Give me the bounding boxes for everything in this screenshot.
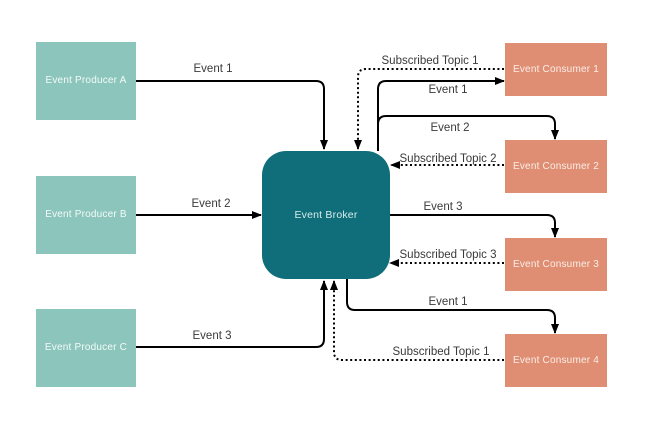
- edge-label-producer-b-event-2: Event 2: [191, 198, 231, 210]
- edge-label-consumer-3-event-3: Event 3: [423, 201, 463, 213]
- arrow-producer-c-to-broker: [136, 280, 328, 348]
- node-label: Event Producer C: [44, 342, 128, 353]
- arrow-consumer-4-subscription: [330, 280, 504, 361]
- arrow-consumer-1-subscription: [354, 68, 504, 150]
- edge-label-consumer-2-event-2: Event 2: [430, 122, 470, 134]
- node-label: Event Producer B: [45, 209, 127, 220]
- node-event-consumer-4: Event Consumer 4: [505, 334, 607, 387]
- node-event-producer-a: Event Producer A: [36, 42, 136, 120]
- edge-label-consumer-4-event-1: Event 1: [428, 296, 468, 308]
- node-event-producer-c: Event Producer C: [36, 309, 136, 387]
- node-event-consumer-2: Event Consumer 2: [505, 140, 607, 193]
- node-label: Event Consumer 1: [512, 63, 600, 75]
- edge-label-subscribed-topic-2: Subscribed Topic 2: [399, 153, 497, 165]
- edge-label-producer-a-event-1: Event 1: [193, 63, 233, 75]
- node-label: Event Broker: [294, 208, 358, 221]
- node-event-producer-b: Event Producer B: [36, 176, 136, 254]
- arrow-broker-to-consumer-2: [377, 115, 559, 151]
- node-event-broker: Event Broker: [262, 151, 390, 279]
- edge-label-subscribed-topic-3: Subscribed Topic 3: [399, 249, 497, 261]
- node-label: Event Consumer 3: [512, 258, 600, 270]
- node-event-consumer-3: Event Consumer 3: [505, 238, 607, 291]
- node-event-consumer-1: Event Consumer 1: [505, 43, 607, 96]
- node-label: Event Consumer 4: [512, 354, 600, 366]
- arrow-broker-to-consumer-1: [377, 77, 505, 151]
- edge-label-consumer-1-event-1: Event 1: [428, 84, 468, 96]
- arrow-broker-to-consumer-3: [390, 214, 559, 238]
- node-label: Event Consumer 2: [512, 160, 600, 172]
- arrow-producer-a-to-broker: [136, 80, 328, 150]
- edge-label-producer-c-event-3: Event 3: [192, 330, 232, 342]
- node-label: Event Producer A: [45, 75, 127, 86]
- edge-label-subscribed-topic-1-top: Subscribed Topic 1: [381, 55, 479, 67]
- arrow-broker-to-consumer-4: [346, 279, 559, 334]
- edge-label-subscribed-topic-1-bottom: Subscribed Topic 1: [392, 346, 490, 358]
